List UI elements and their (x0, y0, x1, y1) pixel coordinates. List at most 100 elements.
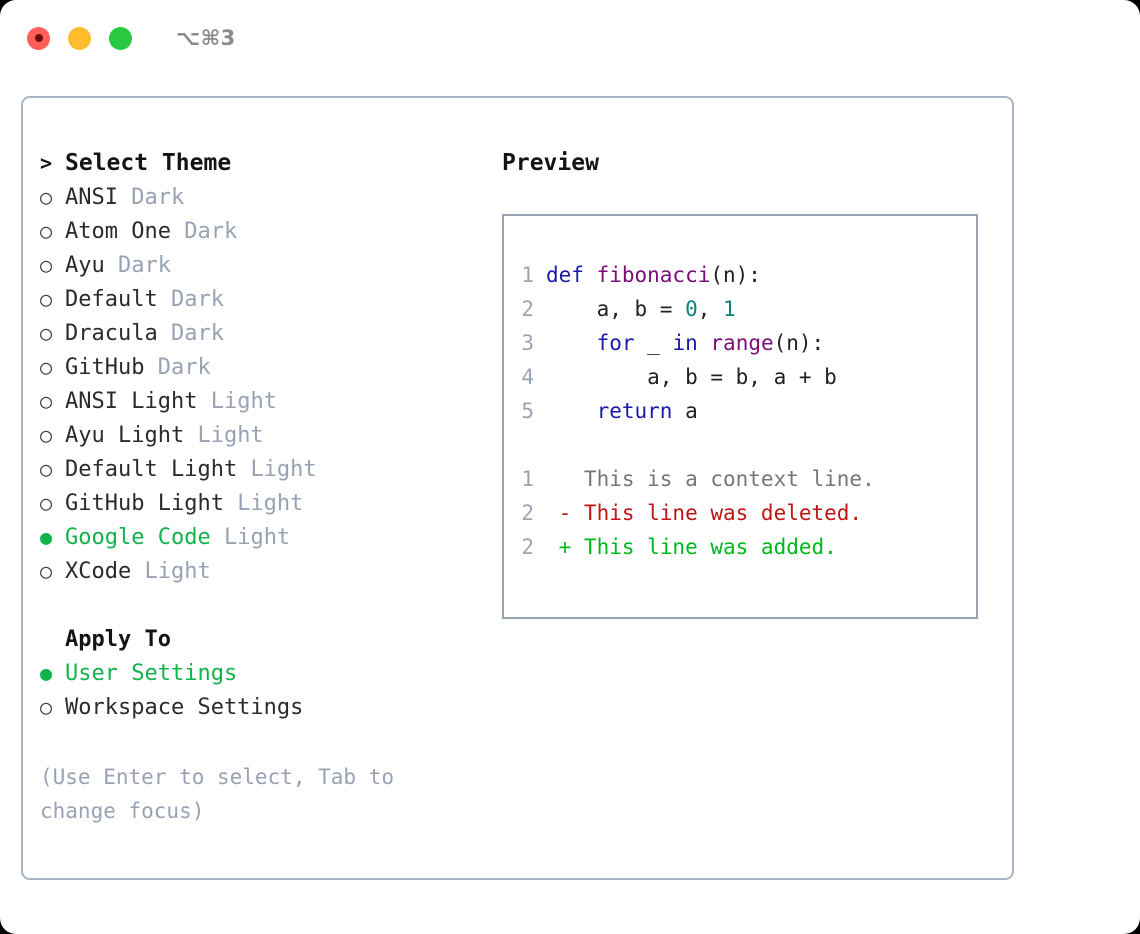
code-line: 4 a, b = b, a + b (504, 360, 976, 394)
line-number: 1 (521, 467, 534, 491)
theme-list-item[interactable]: ○ANSI Light Light (40, 384, 490, 418)
radio-unselected-icon: ○ (40, 287, 53, 311)
radio-unselected-icon: ○ (40, 559, 53, 583)
theme-list-item[interactable]: ○GitHub Light Light (40, 486, 490, 520)
theme-list-item[interactable]: ○ Default Dark (40, 282, 490, 316)
apply-to-label: Apply To (65, 627, 171, 652)
code-token-plain: _ (634, 331, 673, 355)
code-token-plain: a (672, 399, 698, 423)
apply-to-item[interactable]: ○ Workspace Settings (40, 690, 490, 724)
theme-variant-tag: Dark (184, 219, 238, 244)
radio-unselected-icon: ○ (40, 321, 53, 345)
radio-unselected-icon: ○ (40, 695, 53, 719)
theme-variant-tag: Dark (117, 253, 171, 278)
line-number: 2 (521, 501, 534, 525)
apply-to-item[interactable]: ●User Settings (40, 656, 490, 690)
theme-variant-tag: Dark (170, 287, 224, 312)
code-line-text: for _ in range(n): (546, 326, 825, 360)
code-line-text: return a (546, 394, 698, 428)
code-token-plain (698, 331, 711, 355)
settings-panel: >Select Theme ○ANSI Dark○Atom One Dark○A… (21, 96, 1014, 880)
code-token-kw: in (672, 331, 698, 355)
radio-unselected-icon: ○ (40, 219, 53, 243)
theme-list-item[interactable]: ○ Ayu Light Light (40, 418, 490, 452)
radio-unselected-icon: ○ (40, 423, 53, 447)
code-line: 3 for _ in range(n): (504, 326, 976, 360)
preview-title: Preview (502, 150, 599, 176)
theme-name: Google Code (65, 525, 224, 550)
theme-variant-tag: Light (210, 389, 277, 414)
theme-list-item[interactable]: ○XCode Light (40, 554, 490, 588)
diff-line-text: This is a context line. (546, 467, 875, 491)
line-number: 5 (521, 399, 534, 423)
code-line: 2 a, b = 0, 1 (504, 292, 976, 326)
theme-name: Default (65, 287, 171, 312)
radio-unselected-icon: ○ (40, 185, 53, 209)
theme-list-item[interactable]: ○Atom One Dark (40, 214, 490, 248)
code-token-plain (546, 331, 597, 355)
keyboard-shortcut-label: ⌥⌘3 (176, 26, 236, 50)
theme-list-item[interactable]: ○GitHub Dark (40, 350, 490, 384)
radio-unselected-icon: ○ (40, 491, 53, 515)
theme-variant-tag: Light (237, 491, 304, 516)
line-number: 2 (521, 535, 534, 559)
theme-list: ○ANSI Dark○Atom One Dark○Ayu Dark○Defaul… (40, 180, 490, 588)
theme-list-item[interactable]: ○Default Light Light (40, 452, 490, 486)
theme-name: Ayu (65, 253, 118, 278)
theme-list-item[interactable]: ● Google Code Light (40, 520, 490, 554)
code-token-plain: a, b = (546, 297, 686, 321)
code-token-plain: (n): (710, 263, 761, 287)
close-button[interactable] (27, 26, 50, 50)
minimize-button[interactable] (68, 26, 91, 50)
theme-variant-tag: Dark (157, 355, 211, 380)
theme-name: XCode (65, 559, 145, 584)
theme-list-item[interactable]: ○Dracula Dark (40, 316, 490, 350)
diff-line: 1 This is a context line. (504, 462, 976, 496)
radio-unselected-icon: ○ (40, 355, 53, 379)
theme-picker-heading-label: Select Theme (65, 150, 232, 176)
radio-selected-icon: ● (40, 525, 53, 549)
code-token-plain (546, 399, 597, 423)
title-bar: ⌥⌘3 (0, 0, 1140, 76)
line-number: 1 (521, 263, 534, 287)
radio-unselected-icon: ○ (40, 253, 53, 277)
apply-to-item-label: Workspace Settings (65, 695, 304, 720)
code-line-text: def fibonacci(n): (546, 258, 761, 292)
apply-to-marker-placeholder (40, 622, 65, 656)
code-token-plain: , (697, 297, 724, 321)
theme-variant-tag: Dark (131, 185, 185, 210)
theme-variant-tag: Light (223, 525, 291, 550)
theme-picker-heading: > Select Theme (40, 146, 490, 180)
list-spacer (40, 588, 490, 622)
code-token-fn: fibonacci (596, 263, 711, 287)
diff-line: 2 - This line was deleted. (504, 496, 976, 530)
apply-to-heading: Apply To (40, 622, 490, 656)
theme-variant-tag: Light (250, 457, 317, 482)
keyboard-hint-text: (Use Enter to select, Tab to change focu… (40, 765, 395, 823)
diff-line: 2 + This line was added. (504, 530, 976, 564)
theme-picker-column: >Select Theme ○ANSI Dark○Atom One Dark○A… (40, 146, 490, 724)
radio-unselected-icon: ○ (40, 389, 53, 413)
maximize-button[interactable] (109, 26, 132, 50)
code-token-num: 0 (685, 297, 698, 321)
code-token-plain: a, b = b, a + b (546, 365, 837, 389)
code-token-kw: def (546, 263, 597, 287)
theme-list-item[interactable]: ○ ANSI Dark (40, 180, 490, 214)
code-token-kw: for (596, 331, 635, 355)
diff-line-text: - This line was deleted. (546, 501, 863, 525)
theme-list-item[interactable]: ○ Ayu Dark (40, 248, 490, 282)
code-line-text: a, b = 0, 1 (546, 292, 736, 326)
theme-variant-tag: Light (197, 423, 264, 448)
theme-name: ANSI (65, 185, 132, 210)
theme-name: Dracula (65, 321, 171, 346)
code-token-plain: (n): (773, 331, 825, 355)
apply-to-list: ●User Settings ○ Workspace Settings (40, 656, 490, 724)
prompt-caret-icon: > (40, 151, 53, 175)
diff-sample: 1 This is a context line.2 - This line w… (504, 462, 976, 564)
code-token-kw: return (596, 399, 673, 423)
theme-name: Ayu Light (65, 423, 198, 448)
